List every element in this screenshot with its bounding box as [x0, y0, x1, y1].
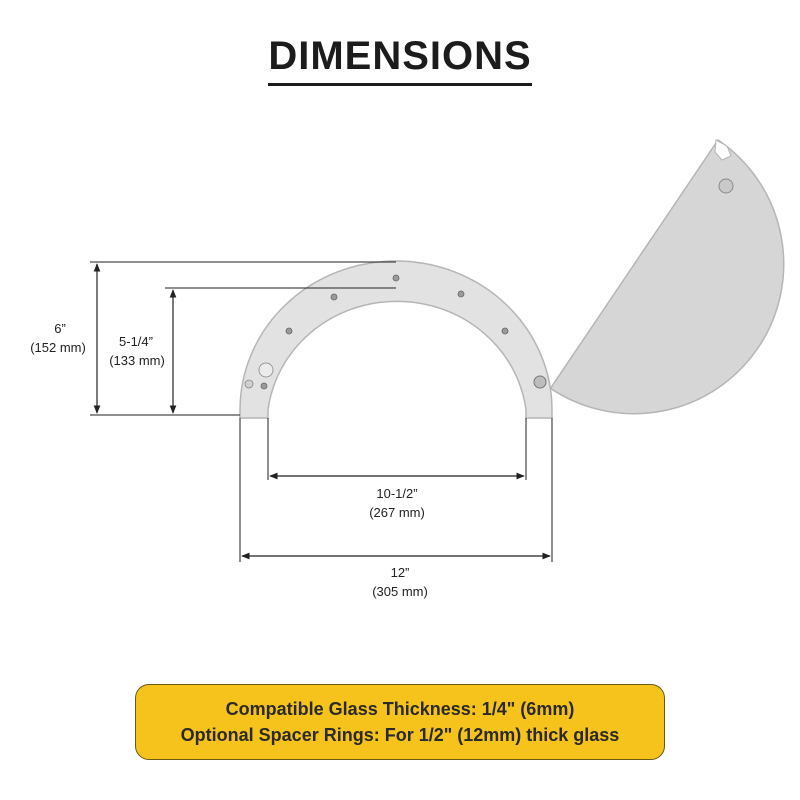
- inner-width-imperial: 10-1/2”: [376, 486, 417, 501]
- outer-width-metric: (305 mm): [372, 584, 428, 599]
- screw-icon: [501, 327, 509, 335]
- inner-height-imperial: 5-1/4”: [119, 334, 153, 349]
- outer-width-imperial: 12”: [391, 565, 410, 580]
- frame-ring: [239, 260, 553, 419]
- dimension-arrows: [93, 263, 551, 560]
- note-line-thickness: Compatible Glass Thickness: 1/4" (6mm): [225, 699, 575, 719]
- screw-icon: [330, 293, 338, 301]
- glass-compatibility-note: Compatible Glass Thickness: 1/4" (6mm) O…: [135, 684, 665, 760]
- screw-icon: [260, 382, 268, 390]
- page-title-text: DIMENSIONS: [268, 34, 532, 86]
- cover-plate: [547, 138, 785, 415]
- screw-icon: [392, 274, 400, 282]
- note-line-spacer: Optional Spacer Rings: For 1/2" (12mm) t…: [180, 725, 620, 745]
- hinge-icon: [533, 375, 547, 389]
- pin-icon: [244, 379, 254, 389]
- knob-icon: [718, 178, 734, 194]
- outer-height-metric: (152 mm): [30, 340, 86, 355]
- mount-hole-icon: [258, 362, 274, 378]
- inner-width-metric: (267 mm): [369, 505, 425, 520]
- screw-icon: [457, 290, 465, 298]
- page-title: DIMENSIONS: [0, 34, 800, 86]
- outer-height-imperial: 6”: [54, 321, 66, 336]
- extension-lines: [90, 261, 553, 562]
- inner-height-metric: (133 mm): [109, 353, 165, 368]
- screw-icon: [285, 327, 293, 335]
